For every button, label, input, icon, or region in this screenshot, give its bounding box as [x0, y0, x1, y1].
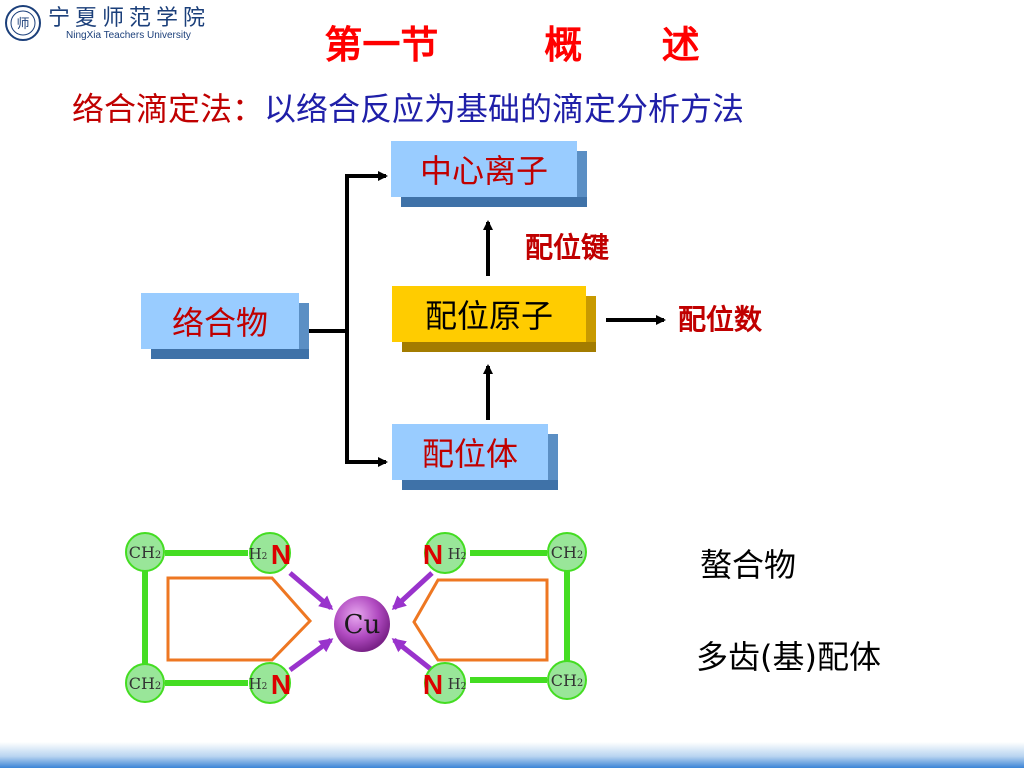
polydentate-ligand-label: 多齿(基)配体 — [696, 638, 881, 676]
nh2-node: H2 N — [249, 662, 291, 704]
nh2-node: N H2 — [423, 532, 466, 574]
svg-text:CH2: CH2 — [551, 543, 584, 562]
chelate-label: 螯合物 — [700, 546, 797, 584]
footer-gradient-band — [0, 742, 1024, 768]
coordination-bond-label: 配位键 — [525, 231, 610, 264]
university-seal-icon: 师 — [5, 5, 41, 41]
svg-text:CH2: CH2 — [129, 543, 162, 562]
donor-atom-box: 配位原子 — [392, 286, 596, 352]
bracket-connector — [300, 171, 388, 467]
ch2-node: CH2 — [547, 660, 587, 700]
coordination-number-label: 配位数 — [678, 303, 763, 336]
ligand-label: 配位体 — [392, 424, 548, 480]
connector-layer: CH2 CH2 CH2 CH2 H2 N H2 N N H2 — [125, 171, 666, 704]
ch2-node: CH2 — [125, 532, 165, 572]
complex-box: 络合物 — [141, 293, 309, 359]
ch2-node: CH2 — [125, 663, 165, 703]
ligand-box: 配位体 — [392, 424, 558, 490]
ch2-node: CH2 — [547, 532, 587, 572]
svg-text:N: N — [423, 669, 443, 700]
copper-label: Cu — [344, 610, 381, 640]
university-name-en: NingXia Teachers University — [66, 30, 191, 41]
copper-ion — [334, 596, 390, 652]
definition-line: 络合滴定法：以络合反应为基础的滴定分析方法 — [72, 84, 744, 130]
chelate-structure: CH2 CH2 CH2 CH2 H2 N H2 N N H2 — [125, 532, 587, 704]
central-ion-label: 中心离子 — [391, 141, 577, 197]
university-name-cn: 宁夏师范学院 — [48, 6, 211, 31]
svg-text:N: N — [271, 539, 291, 570]
donor-atom-label: 配位原子 — [392, 286, 586, 342]
svg-text:CH2: CH2 — [129, 674, 162, 693]
definition-body: 以络合反应为基础的滴定分析方法 — [264, 90, 745, 128]
nh2-node: H2 N — [249, 532, 291, 574]
svg-text:N: N — [423, 539, 443, 570]
slide-title: 第一节 概 述 — [324, 23, 700, 67]
complex-label: 络合物 — [141, 293, 299, 349]
svg-text:CH2: CH2 — [551, 671, 584, 690]
central-ion-box: 中心离子 — [391, 141, 587, 207]
definition-term: 络合滴定法： — [72, 90, 265, 128]
nh2-node: N H2 — [423, 662, 466, 704]
svg-text:N: N — [271, 669, 291, 700]
seal-glyph: 师 — [16, 17, 29, 32]
